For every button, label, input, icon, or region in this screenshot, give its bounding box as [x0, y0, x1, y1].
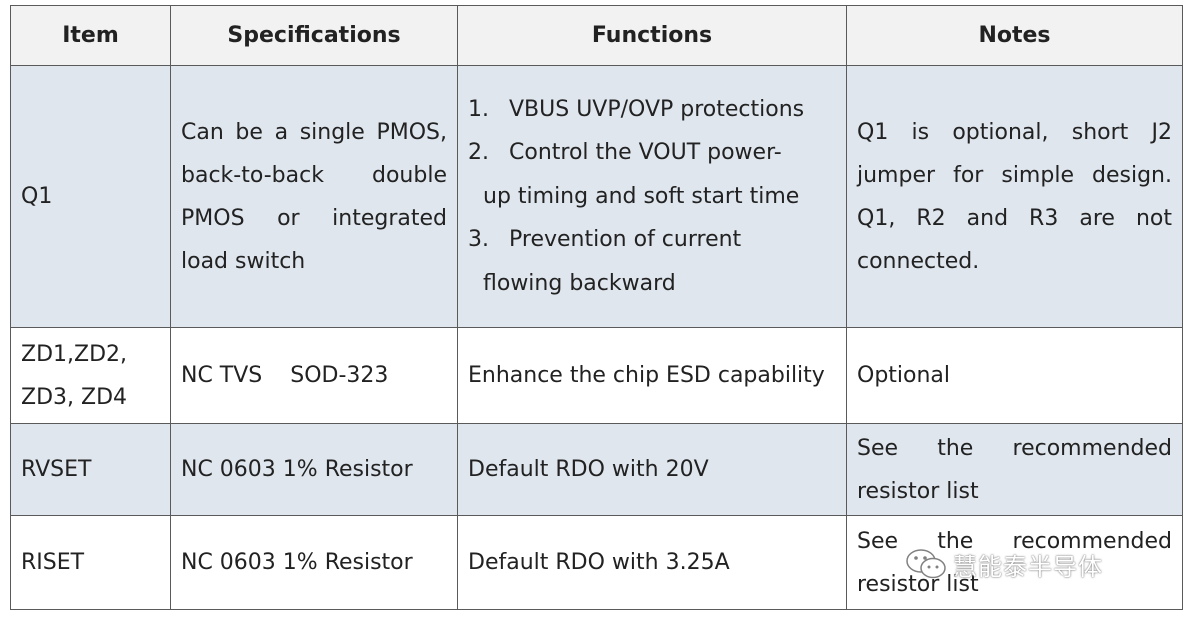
- list-text-continuation: flowing backward: [483, 270, 676, 296]
- table-row: RVSET NC 0603 1% Resistor Default RDO wi…: [10, 423, 1183, 516]
- list-item-continuation: up timing and soft start time: [468, 175, 836, 219]
- list-text: VBUS UVP/OVP protections: [509, 96, 805, 122]
- list-item-continuation: flowing backward: [468, 262, 836, 306]
- cell-item: RVSET: [10, 423, 171, 516]
- cell-function: Default RDO with 3.25A: [457, 515, 847, 610]
- list-text: Prevention of current: [509, 227, 742, 253]
- header-row: Item Specifications Functions Notes: [10, 5, 1183, 66]
- header-specifications: Specifications: [170, 5, 458, 66]
- cell-spec: NC 0603 1% Resistor: [170, 423, 458, 516]
- cell-notes: See the recommended resistor list: [846, 423, 1183, 516]
- cell-spec: Can be a single PMOS, back-to-back doubl…: [170, 65, 458, 328]
- functions-list: 1. VBUS UVP/OVP protections 2. Control t…: [468, 88, 836, 306]
- cell-spec: NC 0603 1% Resistor: [170, 515, 458, 610]
- list-text: Control the VOUT power-: [509, 140, 782, 166]
- header-functions: Functions: [457, 5, 847, 66]
- cell-function: Enhance the chip ESD capability: [457, 327, 847, 424]
- list-item: 3. Prevention of current: [468, 218, 836, 262]
- table-row: RISET NC 0603 1% Resistor Default RDO wi…: [10, 515, 1183, 610]
- cell-notes: Q1 is optional, short J2 jumper for simp…: [846, 65, 1183, 328]
- header-notes: Notes: [846, 5, 1183, 66]
- cell-functions: 1. VBUS UVP/OVP protections 2. Control t…: [457, 65, 847, 328]
- header-item: Item: [10, 5, 171, 66]
- list-number: 2.: [468, 140, 489, 166]
- list-number: 1.: [468, 96, 489, 122]
- table-row: ZD1,ZD2, ZD3, ZD4 NC TVS SOD-323 Enhance…: [10, 327, 1183, 424]
- cell-function: Default RDO with 20V: [457, 423, 847, 516]
- list-item: 2. Control the VOUT power-: [468, 131, 836, 175]
- list-text-continuation: up timing and soft start time: [483, 183, 800, 209]
- list-number: 3.: [468, 227, 489, 253]
- cell-spec: NC TVS SOD-323: [170, 327, 458, 424]
- cell-item: Q1: [10, 65, 171, 328]
- cell-item: RISET: [10, 515, 171, 610]
- cell-notes: See the recommended resistor list: [846, 515, 1183, 610]
- spec-table: Item Specifications Functions Notes Q1 C…: [10, 5, 1183, 610]
- table-row: Q1 Can be a single PMOS, back-to-back do…: [10, 65, 1183, 328]
- cell-item: ZD1,ZD2, ZD3, ZD4: [10, 327, 171, 424]
- cell-notes: Optional: [846, 327, 1183, 424]
- list-item: 1. VBUS UVP/OVP protections: [468, 88, 836, 132]
